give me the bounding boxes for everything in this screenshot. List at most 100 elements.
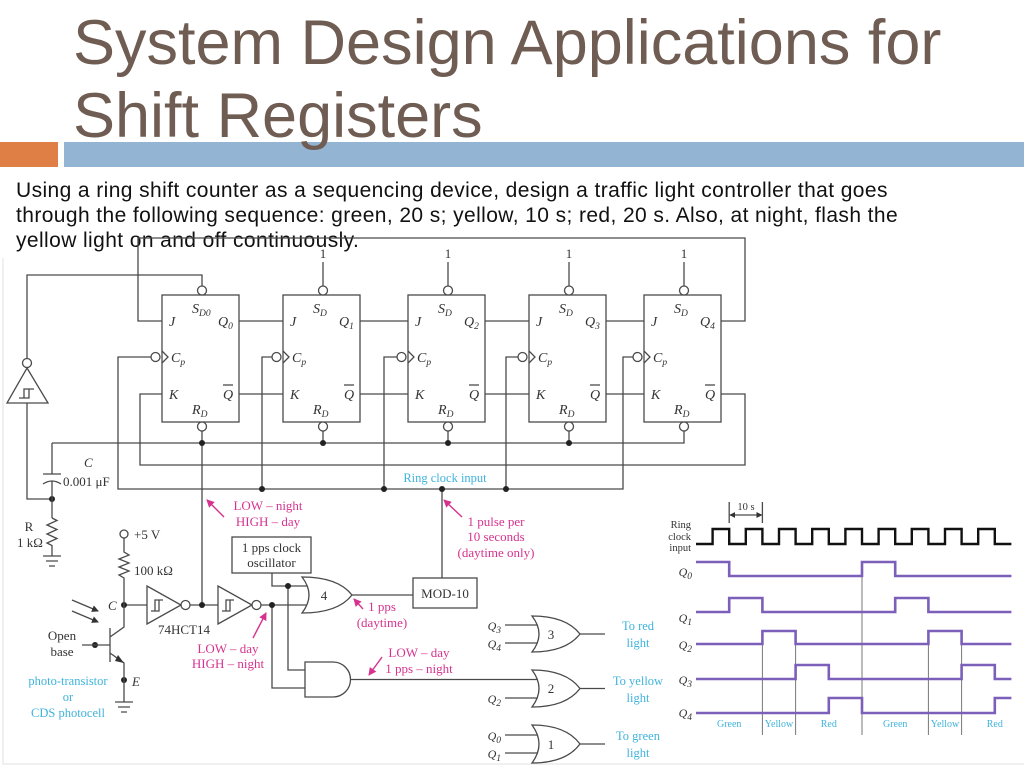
rc-network: C 0.001 μF R 1 kΩ [17, 443, 110, 567]
inverting-bubble [21, 357, 33, 369]
phase-label: Green [717, 719, 741, 730]
q4-feedback-to-j0-wire [137, 237, 746, 322]
set-d0-wire [26, 274, 203, 359]
open-base-label: Open [48, 628, 77, 643]
to-green-light-label: light [627, 746, 650, 760]
oscillator-output-wire [271, 573, 307, 671]
clock-edge-icon [643, 350, 651, 364]
junction-dot [566, 440, 572, 446]
to-green-light-label: To green [616, 729, 661, 743]
clock-edge-icon [528, 350, 536, 364]
figure-frame [2, 258, 1024, 765]
oscillator-label: 1 pps clock [242, 540, 302, 555]
junction-dot [199, 440, 205, 446]
gate-input-label: Q0 [488, 729, 502, 746]
supply-terminal [119, 529, 129, 539]
k-pin-label: K [289, 388, 300, 403]
waveform-label-q2: Q2 [679, 638, 693, 655]
wiring [26, 237, 746, 689]
q-output-label: Q2 [464, 315, 479, 332]
reset-line-annotation: LOW – night [233, 498, 302, 513]
annotation-arrow [368, 656, 383, 676]
clock-pin-label: Cp [417, 351, 431, 368]
k-pin-label: K [650, 388, 661, 403]
q-bar-label: Q [590, 388, 600, 403]
annotation-arrow [443, 499, 463, 518]
and-output-annotation: LOW – day [388, 645, 450, 660]
q-output-label: Q1 [339, 315, 354, 332]
buffer-triangle [5, 366, 50, 404]
reset-direct-label: RD [558, 403, 575, 420]
to-yellow-light-label: light [627, 691, 650, 705]
waveform-q3 [696, 663, 1012, 681]
q-bar-label: Q [223, 388, 233, 403]
to-red-light-label: light [627, 636, 650, 650]
inverting-bubble [251, 599, 262, 611]
gate-leads [505, 687, 605, 699]
k-pin-label: K [168, 388, 179, 403]
set-inverting-bubble [196, 285, 208, 296]
q4bar-feedback-to-k0-wire [139, 393, 746, 466]
q-output-label: Q3 [585, 315, 600, 332]
gate-number: 3 [548, 627, 555, 642]
problem-statement-line: through the following sequence: green, 2… [16, 204, 899, 227]
set-tie-high-label: 1 [320, 246, 327, 261]
and-output-annotation: 1 pps – night [385, 661, 453, 676]
junction-dot [320, 440, 326, 446]
slide-title-line: Shift Registers [73, 81, 483, 151]
clock-inverting-bubble [271, 351, 282, 363]
set-direct-label: SD [313, 302, 327, 319]
or-gate-2 [530, 669, 581, 708]
annotation-arrow [252, 612, 267, 639]
waveform-label-q1: Q1 [679, 611, 692, 628]
schmitt-input-wire [26, 403, 52, 500]
or-gate-4 [300, 576, 353, 614]
set-tie-high-label: 1 [681, 246, 688, 261]
set-direct-label: SD0 [192, 302, 211, 319]
title-accent-bar-blue [64, 142, 1024, 167]
set-tie-high-label: 1 [566, 246, 573, 261]
pullup-resistor-symbol [117, 538, 131, 605]
and-gate [304, 661, 352, 698]
ring-clock-bus [117, 356, 633, 490]
reset-inverting-bubble [678, 421, 690, 432]
reset-inverting-bubble [442, 421, 454, 432]
set-direct-label: SD [438, 302, 452, 319]
or4-output-annotation: (daytime) [357, 615, 408, 630]
period-label: 10 s [737, 502, 754, 513]
waveform-q4 [696, 696, 1012, 715]
j-pin-label: J [536, 315, 543, 330]
mod10-counter-box [412, 577, 478, 609]
phase-label: Red [987, 719, 1003, 730]
clock-signal-label: clock [668, 532, 691, 543]
sensor-label: or [63, 690, 74, 704]
to-yellow-light-label: To yellow [613, 674, 663, 688]
ring-clock-annotation: 10 seconds [467, 529, 524, 544]
ring-clock-annotation: 1 pulse per [467, 514, 525, 529]
to-red-light-label: To red [622, 619, 655, 633]
junction-dot [381, 486, 387, 492]
clock-inverting-bubble [517, 351, 528, 363]
output-gates: 3 Q3 Q4 To red light 2 Q2 To yellow ligh… [488, 615, 663, 764]
gate-leads [505, 624, 605, 644]
set-inverting-bubble [317, 285, 329, 296]
emitter-arrow-icon [115, 655, 124, 663]
set-inverting-bubble [678, 285, 690, 296]
or4-output-annotation: 1 pps [368, 599, 396, 614]
capacitor-value: 0.001 μF [63, 474, 110, 489]
light-ray-icon [71, 599, 99, 612]
j-pin-label: J [651, 315, 658, 330]
clock-signal-label: Ring [671, 520, 692, 531]
gate-input-label: Q1 [488, 747, 501, 764]
q-bar-label: Q [344, 388, 354, 403]
inverter-triangle [217, 584, 254, 626]
waveform-q1 [696, 596, 1012, 614]
reset-direct-label: RD [673, 403, 690, 420]
inverter-triangle [146, 584, 183, 626]
set-inverting-bubble [442, 285, 454, 296]
